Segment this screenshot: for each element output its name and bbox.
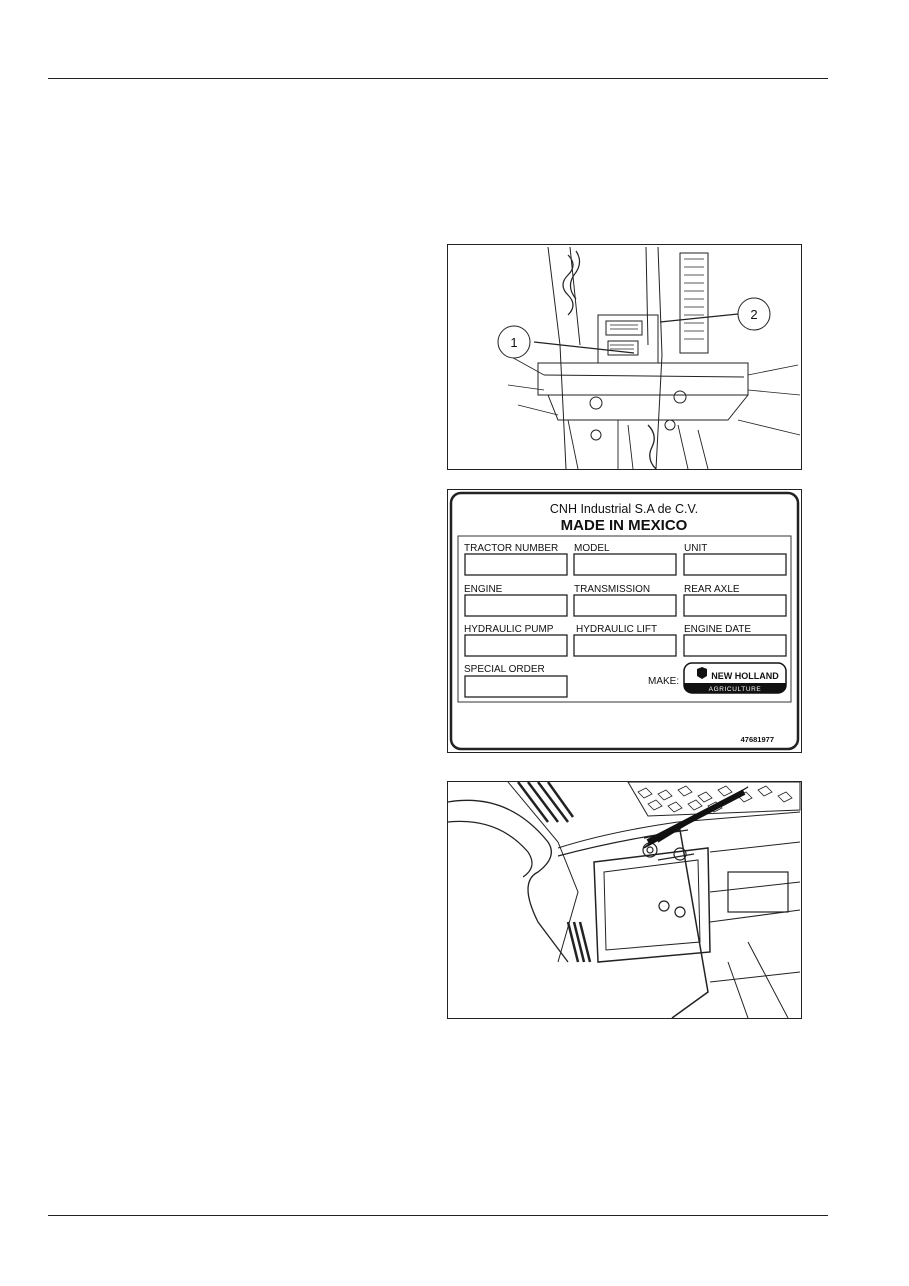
- identification-plate-figure: CNH Industrial S.A de C.V. MADE IN MEXIC…: [447, 489, 802, 753]
- field-label-special-order: SPECIAL ORDER: [464, 664, 545, 675]
- plate-origin: MADE IN MEXICO: [561, 517, 688, 534]
- part-number: 47681977: [741, 735, 774, 744]
- field-label-engine: ENGINE: [464, 584, 503, 595]
- plate-location-drawing: 1 2: [497, 246, 801, 469]
- brand-name: NEW HOLLAND: [711, 671, 779, 681]
- field-box-engine: [464, 594, 568, 617]
- field-label-unit: UNIT: [684, 543, 707, 554]
- field-box-rear-axle: [683, 594, 787, 617]
- header-rule: [48, 78, 828, 79]
- field-box-unit: [683, 553, 787, 576]
- field-box-engine-date: [683, 634, 787, 657]
- field-label-rear-axle: REAR AXLE: [684, 584, 740, 595]
- callout-2: 2: [750, 307, 757, 322]
- identification-plate: CNH Industrial S.A de C.V. MADE IN MEXIC…: [449, 491, 800, 751]
- make-label: MAKE:: [648, 676, 679, 687]
- plate-mounting-figure: [447, 781, 802, 1019]
- brand-sub: AGRICULTURE: [709, 686, 762, 693]
- field-box-tractor-number: [464, 553, 568, 576]
- field-label-tractor-number: TRACTOR NUMBER: [464, 543, 558, 554]
- field-box-transmission: [573, 594, 677, 617]
- plate-mounting-drawing: [448, 782, 801, 1018]
- field-label-hydraulic-pump: HYDRAULIC PUMP: [464, 624, 554, 635]
- field-label-model: MODEL: [574, 543, 610, 554]
- field-box-hydraulic-lift: [573, 634, 677, 657]
- leaf-icon: [697, 667, 707, 679]
- plate-location-figure: 1 2: [447, 244, 802, 470]
- new-holland-logo: NEW HOLLAND AGRICULTURE: [683, 662, 787, 694]
- field-box-model: [573, 553, 677, 576]
- field-label-hydraulic-lift: HYDRAULIC LIFT: [576, 624, 657, 635]
- footer-rule: [48, 1215, 828, 1216]
- plate-company: CNH Industrial S.A de C.V.: [550, 502, 698, 516]
- field-label-transmission: TRANSMISSION: [574, 584, 650, 595]
- callout-1: 1: [510, 335, 517, 350]
- field-label-engine-date: ENGINE DATE: [684, 624, 751, 635]
- field-box-special-order: [464, 675, 568, 698]
- field-box-hydraulic-pump: [464, 634, 568, 657]
